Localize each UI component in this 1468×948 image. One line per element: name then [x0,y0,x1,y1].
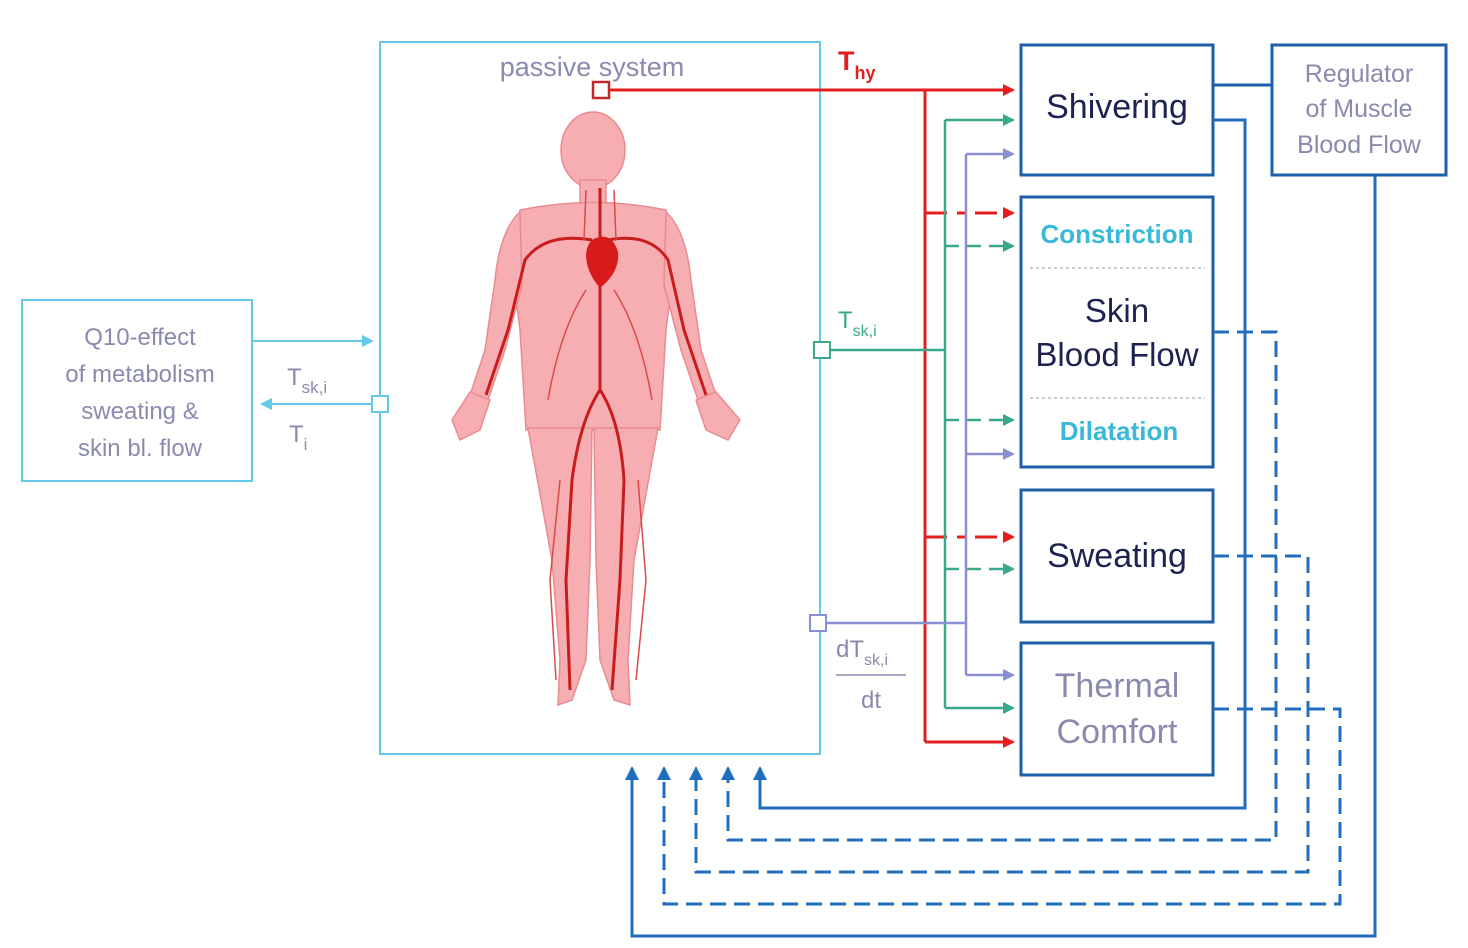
regulator-line-2: of Muscle [1306,95,1413,123]
feedback-lines [625,118,1377,938]
skin-label: Skin [1085,292,1149,329]
constriction-label: Constriction [1040,219,1193,249]
thy-label: Thy [838,46,876,83]
dilatation-label: Dilatation [1060,416,1178,446]
thermal-label: Thermal [1055,667,1180,705]
right-tsk-label: Tsk,i [838,307,877,340]
thermal-comfort-block [1019,641,1215,777]
tsk-signal-lines [830,114,1015,714]
q10-line-1: Q10-effect [84,324,196,351]
left-tsk-label: Tsk,i [287,364,327,397]
q10-effect-box [21,299,253,482]
dtsk-numerator-label: dTsk,i [836,636,888,669]
shivering-label: Shivering [1046,88,1188,126]
q10-line-4: skin bl. flow [78,435,203,462]
regulator-line-1: Regulator [1305,60,1413,88]
thy-signal-lines [609,84,1015,748]
dtsk-signal-lines [826,148,1015,681]
comfort-label: Comfort [1057,713,1178,751]
regulator-block [1270,43,1448,177]
passive-system-title: passive system [500,52,685,82]
sweating-label: Sweating [1047,537,1187,575]
blood-flow-label: Blood Flow [1035,336,1198,373]
shivering-block [1019,43,1215,177]
human-body-figure [451,111,741,707]
skin-rate-sensor-port [809,614,827,632]
hypothalamus-sensor-port [591,80,611,100]
left-ti-label: Ti [289,421,307,454]
left-sensor-port [371,395,389,413]
skin-temperature-sensor-port [813,341,831,359]
q10-line-3: sweating & [81,398,198,425]
regulator-line-3: Blood Flow [1297,131,1422,159]
skin-blood-flow-block [1019,195,1215,469]
dtsk-denominator-label: dt [861,687,881,714]
sweating-block [1019,488,1215,624]
q10-line-2: of metabolism [65,361,214,388]
